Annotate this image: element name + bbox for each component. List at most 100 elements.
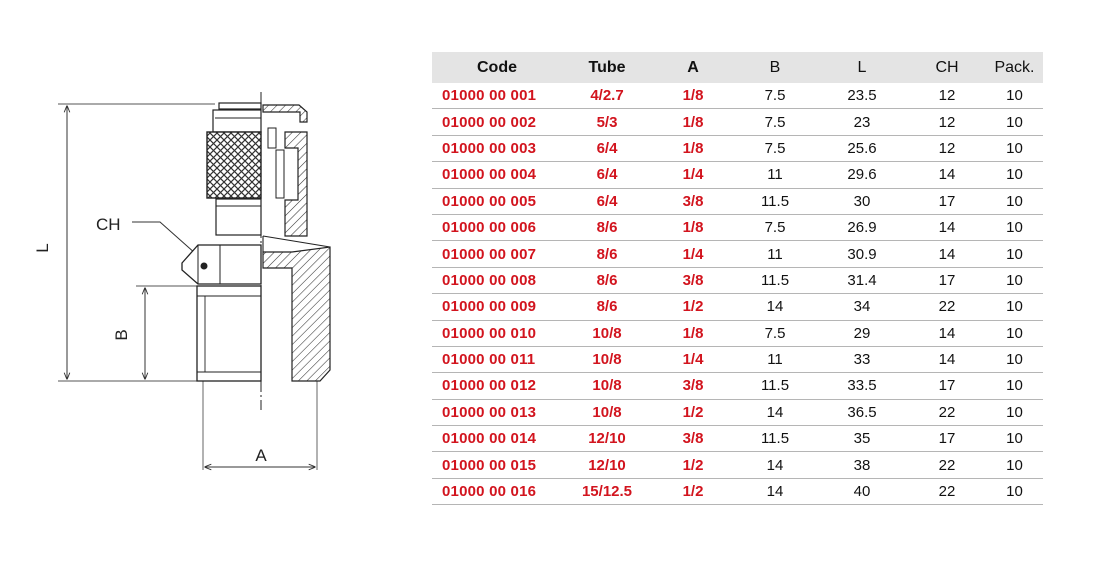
cell-b: 14 [734,451,816,479]
cell-ch: 14 [908,214,986,242]
cell-code: 01000 00 002 [432,108,562,136]
cell-a: 1/2 [652,451,734,479]
cell-tube: 10/8 [562,372,652,400]
cell-ch: 22 [908,478,986,506]
cell-pack: 10 [986,108,1043,136]
cell-l: 38 [816,451,908,479]
cell-l: 29 [816,320,908,347]
cell-pack: 10 [986,372,1043,400]
cell-l: 30.9 [816,240,908,268]
cell-code: 01000 00 007 [432,240,562,268]
cell-ch: 12 [908,108,986,136]
neck [215,198,262,236]
nut-collar [212,109,262,133]
cell-ch: 14 [908,320,986,347]
cell-a: 1/8 [652,135,734,163]
cell-tube: 15/12.5 [562,478,652,506]
cell-b: 14 [734,399,816,427]
cell-tube: 8/6 [562,267,652,295]
cell-tube: 12/10 [562,451,652,479]
cell-b: 11.5 [734,188,816,215]
cell-ch: 14 [908,161,986,189]
cell-ch: 14 [908,240,986,268]
cell-code: 01000 00 009 [432,293,562,321]
cell-a: 3/8 [652,267,734,295]
fitting-technical-drawing: L B CH A [33,92,331,568]
cell-code: 01000 00 001 [432,83,562,110]
cell-tube: 10/8 [562,320,652,347]
cell-ch: 12 [908,135,986,163]
header-a: A [652,52,734,83]
insert-ring [267,127,277,149]
cell-pack: 10 [986,267,1043,295]
cell-b: 11 [734,346,816,374]
section-inner-tube [275,149,285,199]
cell-b: 7.5 [734,214,816,242]
cell-l: 31.4 [816,267,908,295]
cell-b: 11.5 [734,372,816,400]
cell-l: 26.9 [816,214,908,242]
section-body [262,246,331,382]
cell-l: 34 [816,293,908,321]
cell-ch: 17 [908,188,986,215]
cell-pack: 10 [986,346,1043,374]
cell-pack: 10 [986,188,1043,215]
cell-pack: 10 [986,478,1043,506]
cell-a: 1/8 [652,83,734,110]
cell-pack: 10 [986,451,1043,479]
cell-a: 1/2 [652,399,734,427]
cell-tube: 8/6 [562,240,652,268]
cell-l: 35 [816,425,908,453]
cell-ch: 12 [908,83,986,110]
hex-body [181,244,262,285]
dimension-b-label: B [112,329,131,340]
cell-code: 01000 00 011 [432,346,562,374]
cell-b: 7.5 [734,83,816,110]
cell-l: 33.5 [816,372,908,400]
header-l: L [816,52,908,83]
dimension-a-label: A [255,446,267,465]
cell-pack: 10 [986,293,1043,321]
cell-a: 1/4 [652,346,734,374]
cell-tube: 6/4 [562,161,652,189]
cell-ch: 17 [908,372,986,400]
cell-pack: 10 [986,399,1043,427]
cell-ch: 17 [908,425,986,453]
hex-dot [200,262,208,270]
cell-b: 7.5 [734,108,816,136]
cell-l: 36.5 [816,399,908,427]
knurled-nut [206,131,262,199]
table-header-row: Code Tube A B L CH Pack. [432,52,1043,83]
header-tube: Tube [562,52,652,83]
cell-a: 3/8 [652,372,734,400]
cell-tube: 8/6 [562,214,652,242]
cell-ch: 22 [908,399,986,427]
cell-code: 01000 00 004 [432,161,562,189]
cell-code: 01000 00 006 [432,214,562,242]
cell-code: 01000 00 015 [432,451,562,479]
extension-lines [58,103,318,470]
section-nut [284,131,308,237]
cell-code: 01000 00 013 [432,399,562,427]
cell-l: 23 [816,108,908,136]
cell-a: 3/8 [652,188,734,215]
header-pack: Pack. [986,52,1043,83]
cell-ch: 17 [908,267,986,295]
cell-tube: 10/8 [562,399,652,427]
cell-b: 11 [734,161,816,189]
cell-b: 11.5 [734,267,816,295]
cell-b: 7.5 [734,135,816,163]
cell-pack: 10 [986,240,1043,268]
cell-code: 01000 00 008 [432,267,562,295]
